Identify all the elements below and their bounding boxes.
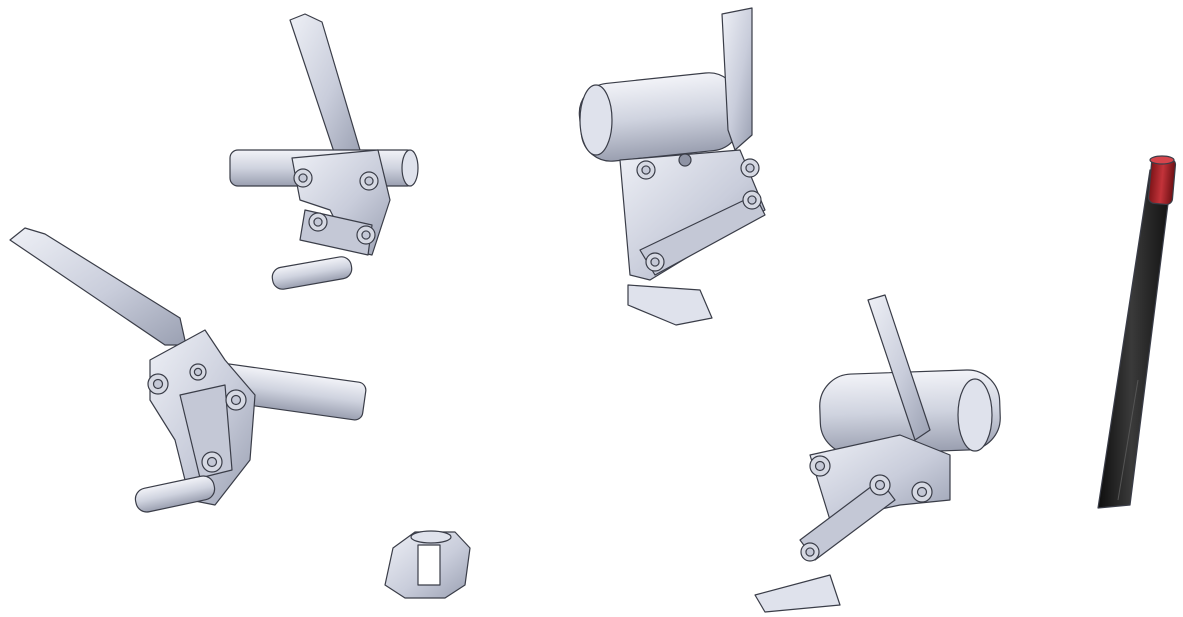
toggle-clamp-upper-left	[229, 13, 419, 290]
clamp-spindle	[271, 256, 353, 290]
bushing-slot	[417, 544, 441, 586]
clamp-handle	[721, 7, 753, 151]
bolt-center	[364, 176, 374, 186]
bolt-center	[916, 486, 928, 498]
black-rod	[1097, 155, 1177, 509]
bolt-center	[805, 547, 815, 557]
clamp-bushing	[384, 530, 471, 599]
clamp-handle	[289, 13, 361, 161]
bushing-top	[410, 530, 452, 544]
rod-cap-top	[1149, 155, 1175, 165]
bolt-center	[206, 456, 218, 468]
clamp-pad	[754, 574, 841, 613]
bolt-center	[874, 479, 886, 491]
tube-end	[401, 149, 419, 187]
clamp-pad	[627, 284, 713, 326]
bolt-center	[361, 230, 371, 240]
toggle-clamp-lower-right	[754, 294, 1001, 613]
clamp-handle	[9, 227, 187, 346]
tube-end	[579, 84, 613, 156]
bolt-center	[152, 378, 164, 390]
bolt-center	[641, 165, 651, 175]
bolt-center	[650, 257, 660, 267]
bolt-center	[230, 394, 242, 406]
clamp-spindle	[134, 475, 216, 513]
rod-shaft	[1097, 169, 1173, 509]
tube-end	[957, 378, 993, 452]
toggle-clamp-upper-center	[578, 7, 766, 326]
clamp-handle	[867, 294, 931, 441]
bolt-center	[298, 173, 308, 183]
bolt-center	[745, 163, 755, 173]
tube-hole	[678, 153, 692, 167]
toggle-clamp-lower-left	[9, 227, 367, 513]
rod-seam	[1117, 379, 1139, 501]
bolt-center	[193, 367, 203, 377]
bolt-center	[747, 195, 757, 205]
bolt-center	[313, 217, 323, 227]
bolt-center	[814, 460, 826, 472]
